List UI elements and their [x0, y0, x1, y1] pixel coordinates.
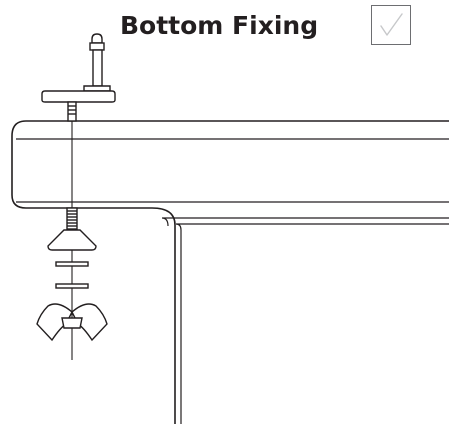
flat-washer-top	[55, 261, 89, 267]
conical-washer	[47, 229, 97, 251]
pin-tip	[91, 33, 103, 44]
pin-shaft	[92, 49, 103, 87]
flat-washer-bottom	[55, 283, 89, 289]
head-rail-outline	[11, 120, 449, 424]
pin-collar	[89, 42, 105, 51]
wing-nut-left-wing	[36, 303, 73, 342]
upper-thread	[67, 101, 77, 122]
bracket-side-edge	[175, 223, 449, 424]
completion-checkbox[interactable]	[371, 5, 411, 45]
fixing-screw-assembly	[36, 33, 116, 360]
wing-nut-right-wing	[71, 303, 108, 342]
bracket-inner-edge	[161, 217, 449, 227]
head-rail	[11, 120, 449, 424]
lower-thread	[66, 207, 78, 230]
page-title: Bottom Fixing	[120, 11, 319, 40]
cap-plate	[41, 90, 116, 103]
wing-nut	[36, 303, 108, 342]
checkmark-icon	[380, 13, 403, 36]
pin-base	[83, 85, 111, 92]
wing-nut-hub	[61, 317, 83, 329]
